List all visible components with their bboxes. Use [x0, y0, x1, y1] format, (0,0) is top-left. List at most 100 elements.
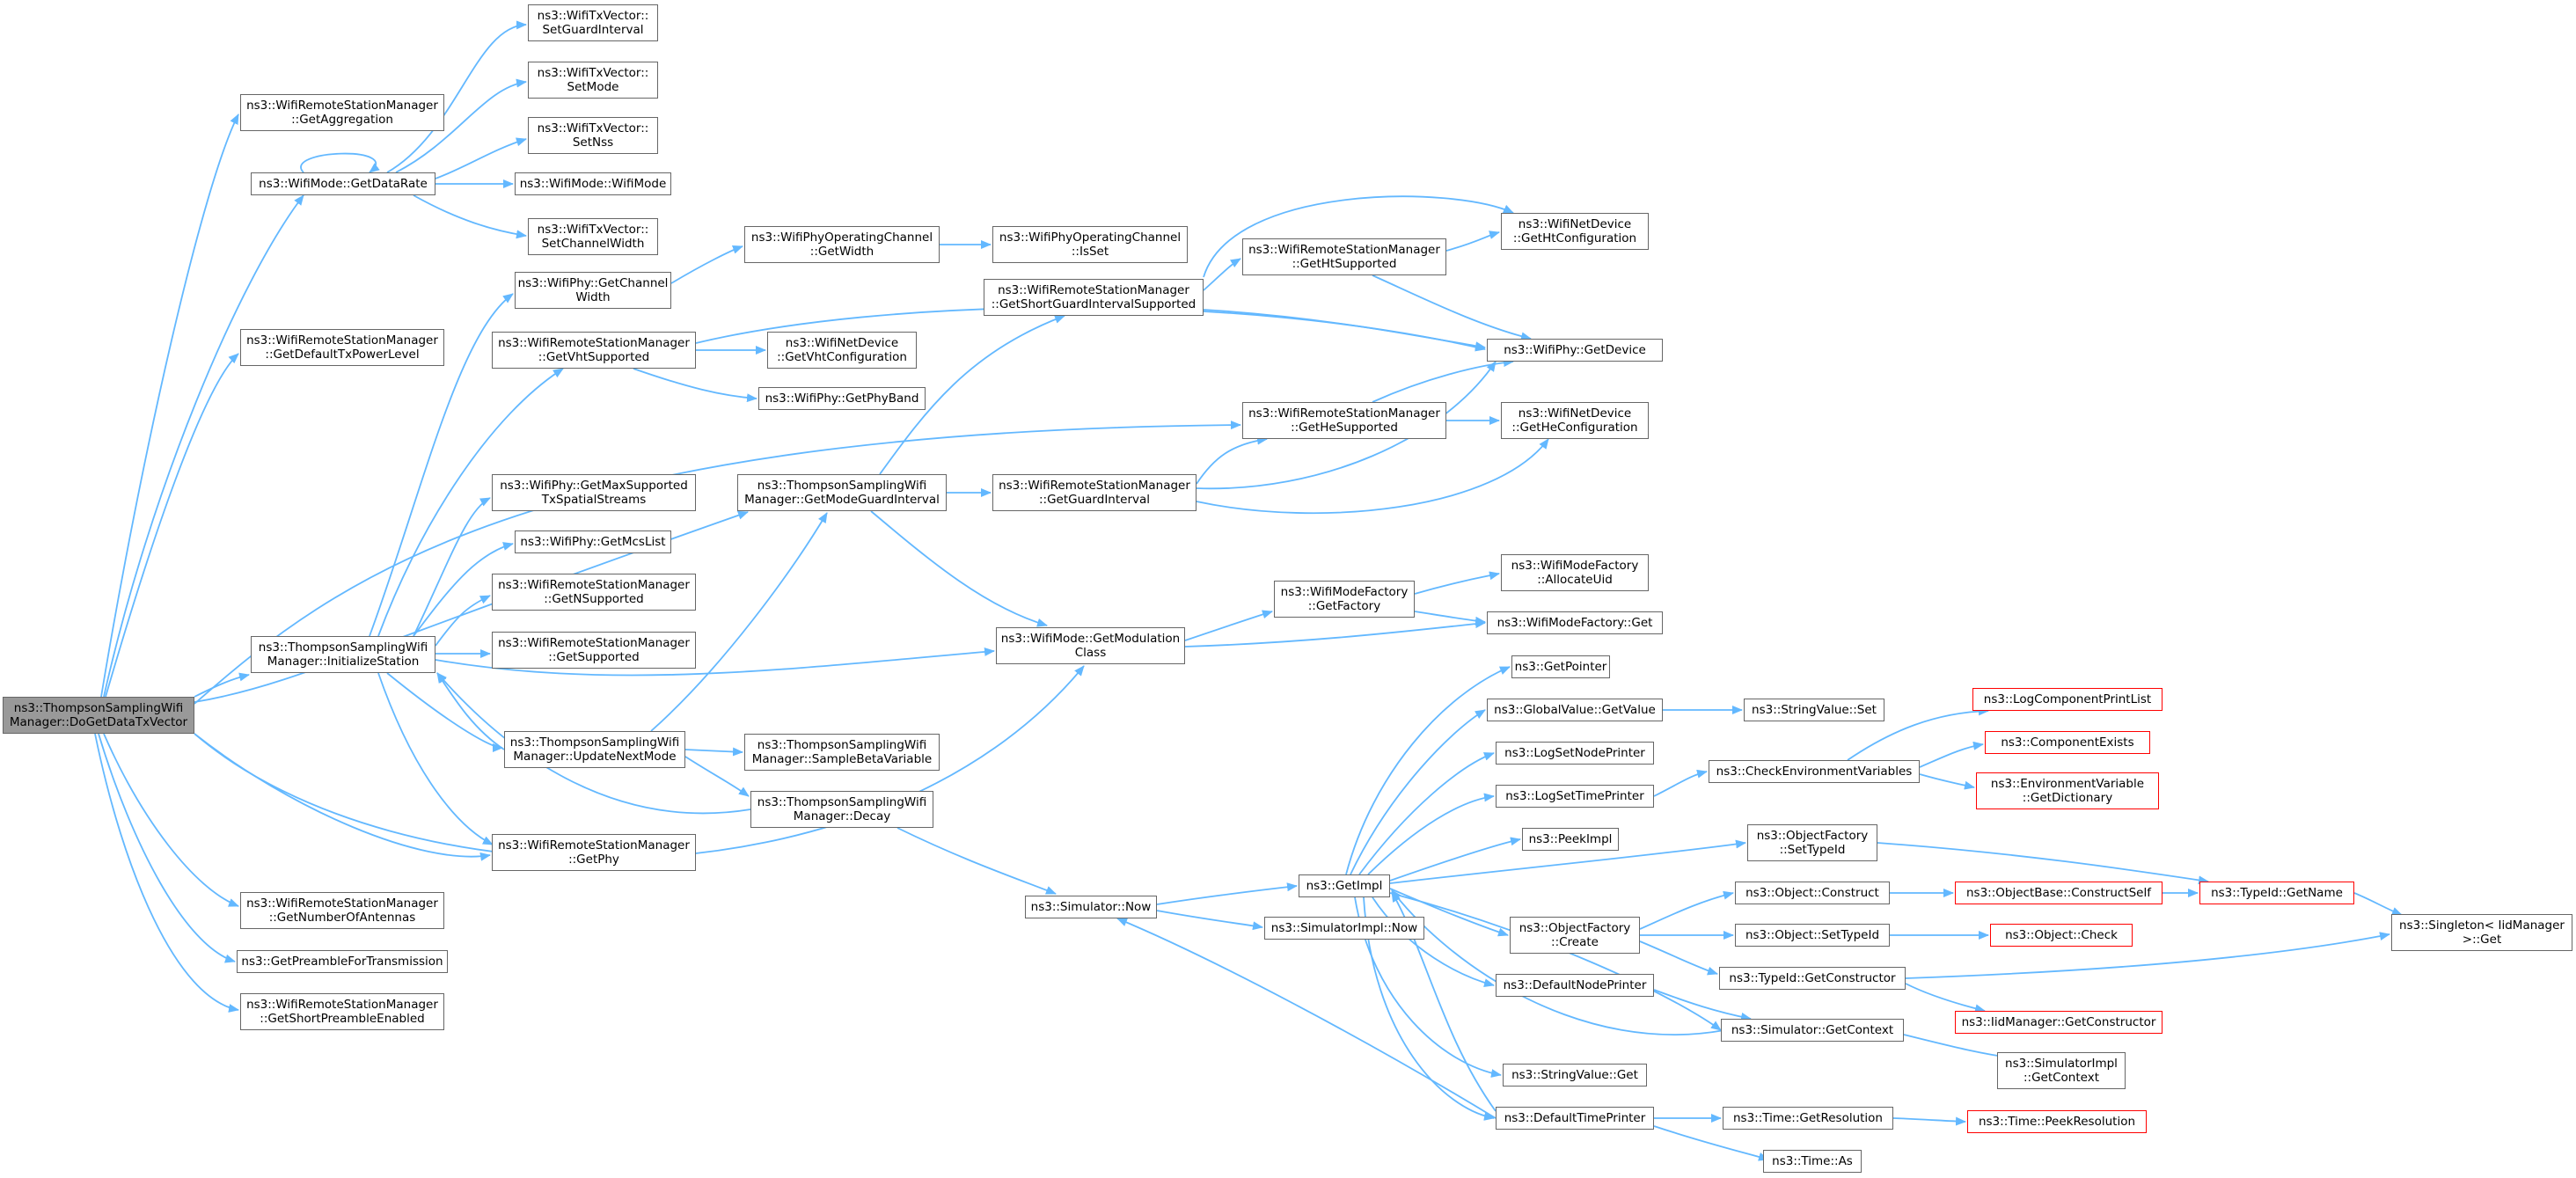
node-component-exists[interactable]: ns3::ComponentExists: [1985, 731, 2150, 754]
edge-update-sample-beta: [684, 747, 743, 757]
node-type-id-get-name[interactable]: ns3::TypeId::GetName: [2199, 882, 2354, 904]
node-simulator-get-context[interactable]: ns3::Simulator::GetContext: [1721, 1019, 1904, 1042]
node-default-time-printer[interactable]: ns3::DefaultTimePrinter: [1496, 1107, 1654, 1130]
node-object-base-construct-self[interactable]: ns3::ObjectBase::ConstructSelf: [1955, 882, 2163, 904]
node-opchannel-is-set[interactable]: ns3::WifiPhyOperatingChannel::IsSet: [992, 226, 1188, 263]
edge-gi-he-supported: [1196, 435, 1268, 485]
edge-impl-log-set-time-printer: [1367, 793, 1495, 875]
node-object-check[interactable]: ns3::Object::Check: [1990, 924, 2133, 947]
edge-gi-he-configuration: [1196, 438, 1549, 515]
edge-root-get-phy: [194, 733, 491, 861]
edge-check-env-log-component-print-list: [1847, 706, 1989, 761]
node-object-construct[interactable]: ns3::Object::Construct: [1735, 882, 1890, 904]
edge-init-get-n-supported: [435, 595, 491, 647]
edge-set-type-id-get-name: [1877, 842, 2209, 885]
node-object-factory-set-type-id[interactable]: ns3::ObjectFactory::SetTypeId: [1747, 824, 1877, 861]
edge-get-factory-factory-get: [1414, 611, 1486, 626]
edge-gi-phy-get-device: [1196, 361, 1497, 490]
node-simulator-impl-now[interactable]: ns3::SimulatorImpl::Now: [1264, 917, 1424, 940]
node-environment-variable-get-dictionary[interactable]: ns3::EnvironmentVariable::GetDictionary: [1976, 772, 2159, 809]
node-mode-factory-get-factory[interactable]: ns3::WifiModeFactory::GetFactory: [1274, 581, 1415, 618]
node-get-preamble-for-transmission[interactable]: ns3::GetPreambleForTransmission: [237, 950, 448, 973]
edge-check-env-component-exists: [1919, 741, 1984, 768]
node-get-phy[interactable]: ns3::WifiRemoteStationManager::GetPhy: [492, 834, 696, 871]
node-wifimode-get-data-rate[interactable]: ns3::WifiMode::GetDataRate: [251, 172, 435, 195]
node-time-peek-resolution[interactable]: ns3::Time::PeekResolution: [1967, 1110, 2147, 1133]
node-simulator-impl-get-context[interactable]: ns3::SimulatorImpl::GetContext: [1997, 1052, 2126, 1089]
node-phy-get-device[interactable]: ns3::WifiPhy::GetDevice: [1487, 339, 1663, 362]
node-get-he-configuration[interactable]: ns3::WifiNetDevice::GetHeConfiguration: [1501, 402, 1649, 439]
node-get-vht-configuration[interactable]: ns3::WifiNetDevice::GetVhtConfiguration: [767, 332, 917, 369]
edge-init-get-vht-supported: [377, 368, 564, 637]
node-set-mode[interactable]: ns3::WifiTxVector::SetMode: [528, 62, 658, 99]
edge-impl-factory-set-type-id: [1389, 839, 1746, 884]
edge-init-get-mcs-list: [413, 542, 514, 637]
node-string-value-get[interactable]: ns3::StringValue::Get: [1503, 1064, 1647, 1087]
edge-data-rate-set-guard-interval: [386, 20, 527, 173]
node-wifimode-ctor[interactable]: ns3::WifiMode::WifiMode: [515, 172, 671, 195]
edge-update-decay: [684, 756, 750, 797]
edge-root-get-data-rate: [103, 194, 304, 698]
node-peek-impl[interactable]: ns3::PeekImpl: [1522, 828, 1619, 851]
edge-data-rate-set-mode: [395, 78, 527, 173]
edge-root-initialize-station: [194, 672, 250, 698]
node-log-set-node-printer[interactable]: ns3::LogSetNodePrinter: [1496, 742, 1654, 765]
edge-sgi-phy-get-device: [1203, 309, 1486, 351]
node-get-supported[interactable]: ns3::WifiRemoteStationManager::GetSuppor…: [492, 632, 696, 669]
node-get-aggregation[interactable]: ns3::WifiRemoteStationManager::GetAggreg…: [240, 94, 444, 131]
node-get-he-supported[interactable]: ns3::WifiRemoteStationManager::GetHeSupp…: [1242, 402, 1446, 439]
edge-decay-initialize-station: [436, 672, 751, 815]
edge-get-name-singleton: [2353, 892, 2403, 916]
node-log-set-time-printer[interactable]: ns3::LogSetTimePrinter: [1496, 785, 1654, 808]
node-time-as[interactable]: ns3::Time::As: [1763, 1150, 1862, 1173]
node-check-environment-variables[interactable]: ns3::CheckEnvironmentVariables: [1709, 760, 1920, 783]
node-set-nss[interactable]: ns3::WifiTxVector::SetNss: [528, 117, 658, 154]
node-log-component-print-list[interactable]: ns3::LogComponentPrintList: [1972, 688, 2163, 711]
edge-now-get-impl: [1156, 882, 1298, 905]
node-get-vht-supported[interactable]: ns3::WifiRemoteStationManager::GetVhtSup…: [492, 332, 696, 369]
edge-create-object-construct: [1639, 890, 1734, 930]
node-get-guard-interval[interactable]: ns3::WifiRemoteStationManager::GetGuardI…: [992, 474, 1197, 511]
node-get-short-guard-interval-supported[interactable]: ns3::WifiRemoteStationManager::GetShortG…: [984, 279, 1204, 316]
node-get-pointer[interactable]: ns3::GetPointer: [1511, 655, 1610, 678]
node-get-short-preamble-enabled[interactable]: ns3::WifiRemoteStationManager::GetShortP…: [240, 993, 444, 1030]
node-object-set-type-id[interactable]: ns3::Object::SetTypeId: [1735, 924, 1890, 947]
node-default-node-printer[interactable]: ns3::DefaultNodePrinter: [1496, 974, 1654, 997]
node-string-value-set[interactable]: ns3::StringValue::Set: [1744, 699, 1884, 721]
node-singleton-get[interactable]: ns3::Singleton< IidManager>::Get: [2391, 914, 2572, 951]
call-edges: [94, 20, 2403, 1161]
node-get-mcs-list[interactable]: ns3::WifiPhy::GetMcsList: [515, 530, 671, 553]
node-get-number-of-antennas[interactable]: ns3::WifiRemoteStationManager::GetNumber…: [240, 892, 444, 929]
node-simulator-now[interactable]: ns3::Simulator::Now: [1025, 896, 1157, 918]
node-iid-manager-get-constructor[interactable]: ns3::IidManager::GetConstructor: [1955, 1011, 2163, 1034]
node-set-channel-width[interactable]: ns3::WifiTxVector::SetChannelWidth: [528, 218, 658, 255]
edge-init-get-max-supported-streams: [413, 497, 491, 637]
node-type-id-get-constructor[interactable]: ns3::TypeId::GetConstructor: [1719, 967, 1906, 990]
node-allocate-uid[interactable]: ns3::WifiModeFactory::AllocateUid: [1501, 554, 1649, 591]
node-time-get-resolution[interactable]: ns3::Time::GetResolution: [1723, 1107, 1893, 1130]
edge-impl-factory-create: [1389, 888, 1509, 937]
node-global-value-get-value[interactable]: ns3::GlobalValue::GetValue: [1487, 699, 1663, 721]
node-get-impl[interactable]: ns3::GetImpl: [1299, 874, 1390, 897]
edge-time-printer-time-as: [1653, 1125, 1769, 1161]
node-get-n-supported[interactable]: ns3::WifiRemoteStationManager::GetNSuppo…: [492, 574, 696, 611]
edge-data-rate-set-channel-width: [413, 194, 527, 239]
node-object-factory-create[interactable]: ns3::ObjectFactory::Create: [1510, 917, 1640, 954]
node-opchannel-get-width[interactable]: ns3::WifiPhyOperatingChannel::GetWidth: [744, 226, 940, 263]
edge-root-get-aggregation: [100, 113, 239, 698]
node-get-phy-band[interactable]: ns3::WifiPhy::GetPhyBand: [758, 387, 926, 410]
node-get-ht-supported[interactable]: ns3::WifiRemoteStationManager::GetHtSupp…: [1242, 238, 1446, 275]
node-get-default-tx-power-level[interactable]: ns3::WifiRemoteStationManager::GetDefaul…: [240, 329, 444, 366]
node-get-ht-configuration[interactable]: ns3::WifiNetDevice::GetHtConfiguration: [1501, 213, 1649, 250]
node-mode-factory-get[interactable]: ns3::WifiModeFactory::Get: [1487, 611, 1663, 634]
node-set-guard-interval[interactable]: ns3::WifiTxVector::SetGuardInterval: [528, 4, 658, 41]
